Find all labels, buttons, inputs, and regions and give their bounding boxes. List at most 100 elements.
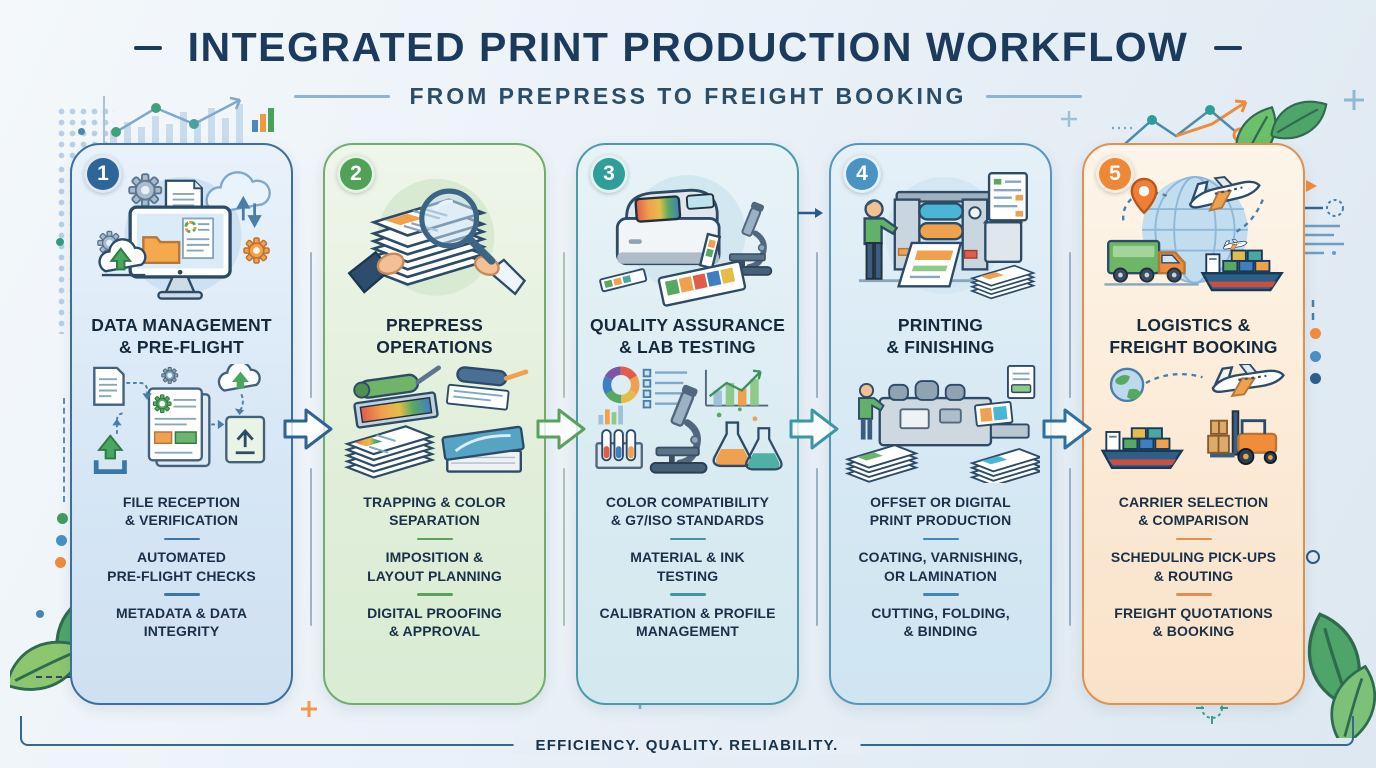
growth-chart-decoration <box>103 96 243 148</box>
accent-dot <box>57 513 68 524</box>
step-card-data-management: 1 <box>70 143 293 705</box>
document-inspection-illustration <box>325 145 544 313</box>
step-item: MATERIAL & INK TESTING <box>630 549 745 584</box>
step-card-prepress-operations: 2 <box>323 143 546 705</box>
step-card-logistics-freight: 5 <box>1082 143 1305 705</box>
ship-forklift-illustration <box>1084 361 1303 485</box>
item-divider <box>416 537 453 541</box>
step-title: QUALITY ASSURANCE & LAB TESTING <box>590 315 785 357</box>
accent-dot <box>1310 351 1321 362</box>
file-verification-flow-illustration <box>72 361 291 485</box>
item-divider <box>1175 593 1212 596</box>
global-shipping-illustration <box>1084 145 1303 313</box>
step-title: PREPRESS OPERATIONS <box>376 315 493 357</box>
step-items: CARRIER SELECTION & COMPARISON SCHEDULIN… <box>1084 485 1303 703</box>
text-lines-decoration <box>1300 224 1344 255</box>
step-item: IMPOSITION & LAYOUT PLANNING <box>367 549 502 584</box>
flow-arrow-step4-to-step5 <box>1042 408 1092 450</box>
color-wheel-lab-equipment-icon <box>594 365 783 483</box>
flow-arrow-step2-to-step3 <box>536 408 586 450</box>
step-item: FREIGHT QUOTATIONS & BOOKING <box>1114 604 1273 640</box>
step-item: CALIBRATION & PROFILE MANAGEMENT <box>599 604 776 640</box>
gap-connector-line <box>1069 468 1071 626</box>
flow-arrow-step3-to-step4 <box>789 408 839 450</box>
step-title: LOGISTICS & FREIGHT BOOKING <box>1109 315 1278 357</box>
step-items: COLOR COMPATIBILITY & G7/ISO STANDARDS M… <box>578 485 797 703</box>
gap-connector-line <box>310 252 312 398</box>
dashes-decoration <box>1311 300 1315 326</box>
step-item: TRAPPING & COLOR SEPARATION <box>363 494 506 529</box>
item-divider <box>669 537 706 541</box>
step-item: CUTTING, FOLDING, & BINDING <box>871 604 1010 640</box>
accent-dot <box>55 557 66 568</box>
step-item: AUTOMATED PRE-FLIGHT CHECKS <box>107 549 256 584</box>
press-operator-illustration <box>831 145 1050 313</box>
page-title: INTEGRATED PRINT PRODUCTION WORKFLOW <box>187 24 1189 70</box>
page-subtitle: FROM PREPRESS TO FREIGHT BOOKING <box>409 83 967 109</box>
header: INTEGRATED PRINT PRODUCTION WORKFLOW FRO… <box>0 24 1376 110</box>
accent-dot <box>56 238 64 246</box>
subtitle-line-left <box>293 95 390 98</box>
accent-dot <box>36 610 44 618</box>
monitor-cloud-gears-icon <box>96 170 271 300</box>
finishing-line-icon <box>844 364 1040 483</box>
item-divider <box>416 593 453 596</box>
small-arrow-icon <box>798 208 823 218</box>
rollers-and-proof-sheets-icon <box>343 364 528 479</box>
globe-plane-truck-ship-icon <box>1103 167 1283 291</box>
step-items: FILE RECEPTION & VERIFICATION AUTOMATED … <box>72 485 291 703</box>
gap-connector-line <box>816 468 818 626</box>
accent-dot <box>1310 373 1321 384</box>
flow-arrow-step1-to-step2 <box>283 408 333 450</box>
item-divider <box>1175 537 1212 541</box>
step-item: OFFSET OR DIGITAL PRINT PRODUCTION <box>869 494 1012 529</box>
step-item: COLOR COMPATIBILITY & G7/ISO STANDARDS <box>605 494 770 529</box>
step-number-badge: 4 <box>843 155 881 193</box>
step-number-badge: 1 <box>84 155 122 193</box>
step-card-quality-assurance: 3 <box>576 143 799 705</box>
spectrophotometer-microscope-icon <box>598 174 787 307</box>
footer-bracket: EFFICIENCY. QUALITY. RELIABILITY. <box>20 716 1354 754</box>
accent-dot <box>78 128 85 135</box>
printing-press-icon <box>858 171 1036 299</box>
step-card-printing-finishing: 4 <box>829 143 1052 705</box>
accent-dot <box>56 535 67 546</box>
step-items: TRAPPING & COLOR SEPARATION IMPOSITION &… <box>325 485 544 703</box>
computer-data-management-illustration <box>72 145 291 313</box>
item-divider <box>922 593 959 596</box>
plus-mark-decoration <box>301 701 317 717</box>
step-item: CARRIER SELECTION & COMPARISON <box>1118 494 1269 529</box>
dashed-line-decoration <box>36 676 82 678</box>
gap-connector-line <box>310 468 312 626</box>
circle-outline-decoration <box>1306 550 1320 564</box>
triangle-marker-decoration <box>1306 180 1317 192</box>
spectrophotometer-illustration <box>578 145 797 313</box>
workflow-steps: 1 <box>70 143 1305 705</box>
step-number-badge: 5 <box>1096 155 1134 193</box>
step-title: DATA MANAGEMENT & PRE-FLIGHT <box>91 315 272 357</box>
step-number-badge: 2 <box>337 155 375 193</box>
accent-dot <box>1310 328 1321 339</box>
step-item: SCHEDULING PICK-UPS & ROUTING <box>1110 549 1277 584</box>
subtitle-line-right <box>986 95 1083 98</box>
step-item: METADATA & DATA INTEGRITY <box>115 604 248 640</box>
item-divider <box>669 593 706 596</box>
step-number-badge: 3 <box>590 155 628 193</box>
footer-tagline: EFFICIENCY. QUALITY. RELIABILITY. <box>513 737 861 754</box>
item-divider <box>163 537 200 541</box>
item-divider <box>922 537 959 541</box>
step-title: PRINTING & FINISHING <box>886 315 995 357</box>
proofing-rollers-illustration <box>325 361 544 485</box>
lab-testing-illustration <box>578 361 797 485</box>
mini-bar-chart-icon <box>252 108 274 132</box>
dashed-line-decoration <box>63 398 65 502</box>
gap-connector-line <box>563 252 565 398</box>
title-dash-right <box>1214 45 1243 50</box>
step-items: OFFSET OR DIGITAL PRINT PRODUCTION COATI… <box>831 485 1050 703</box>
gap-connector-line <box>563 468 565 626</box>
gap-connector-line <box>816 252 818 398</box>
title-dash-left <box>133 45 162 50</box>
item-divider <box>163 593 200 596</box>
step-item: DIGITAL PROOFING & APPROVAL <box>367 604 502 640</box>
